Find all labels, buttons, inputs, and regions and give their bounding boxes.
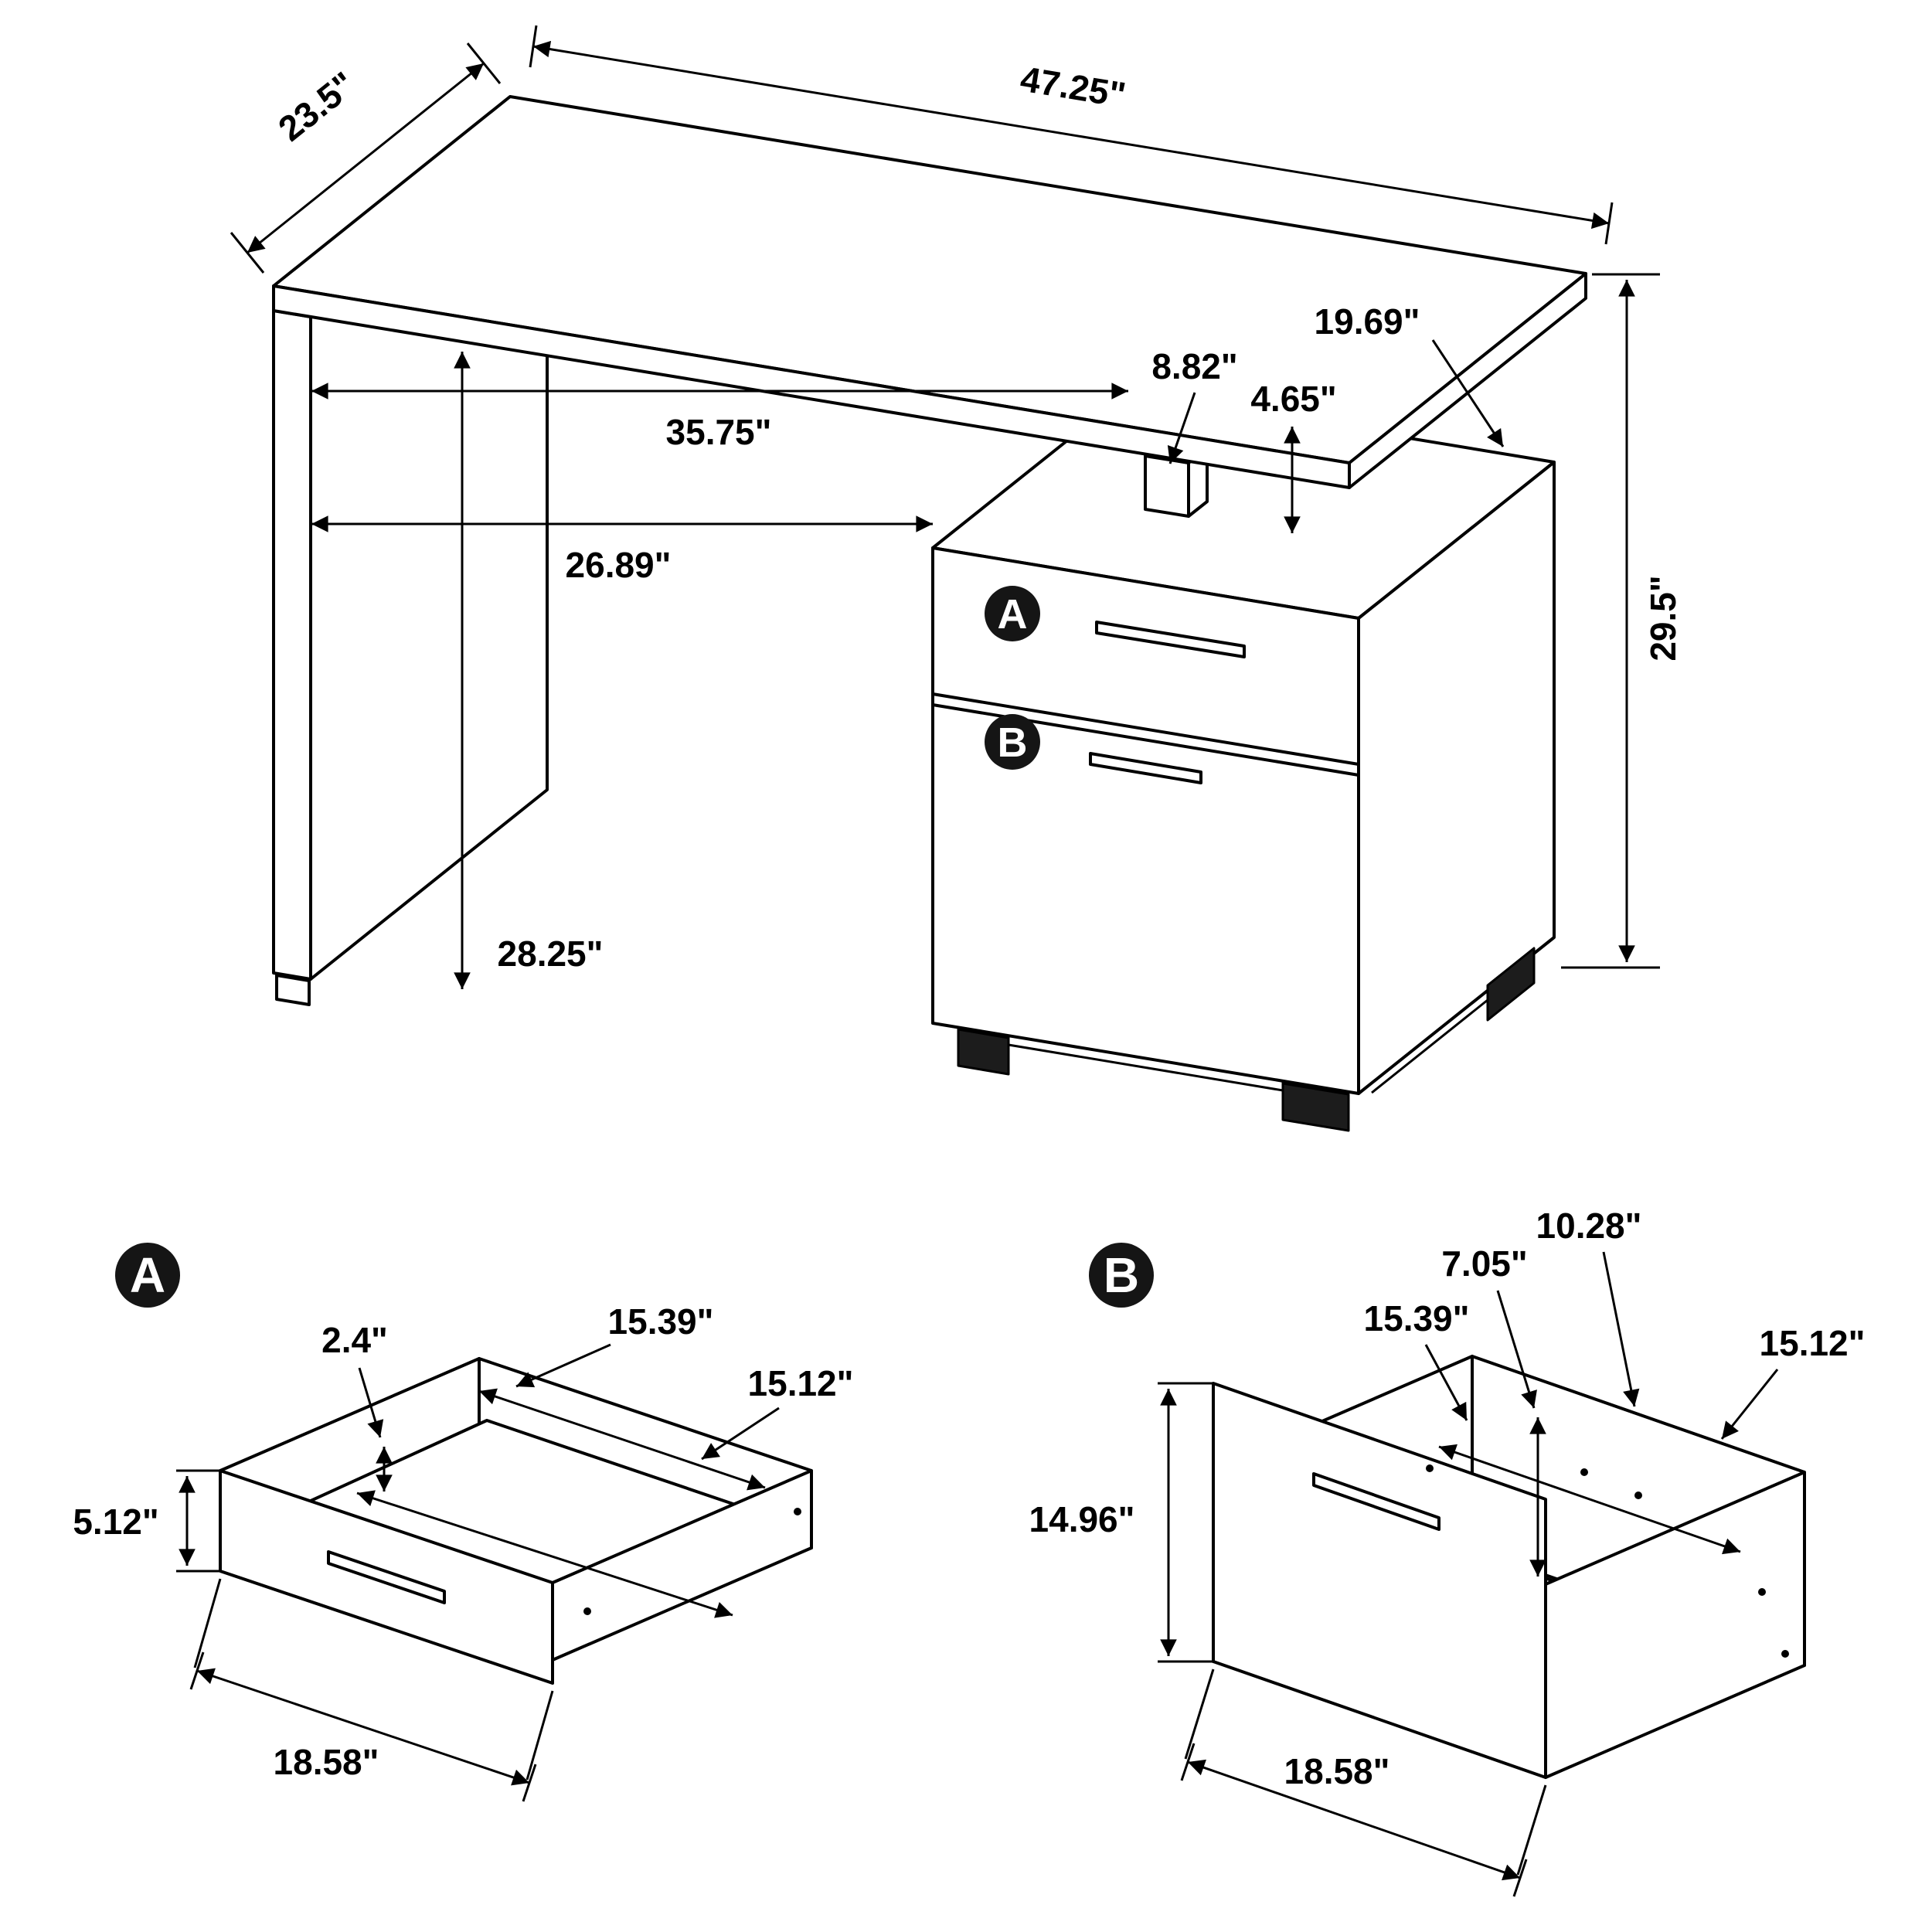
dim-a24-leader: [358, 1367, 384, 1438]
detail-b-badge-letter: B: [1104, 1247, 1139, 1303]
dim-47-line: [532, 40, 1610, 230]
dim-b1539-leader: [1424, 1344, 1468, 1421]
cabinet-right-face: [1357, 461, 1556, 1095]
detail-a-screw-hole: [583, 1607, 591, 1615]
cabinet-foot-front-right: [1281, 1082, 1350, 1132]
top-bracket-front: [1144, 454, 1190, 518]
detail-a-view: A 5.12" 2.4" 15.39" 15.12" 18.58": [73, 1243, 854, 1802]
dim-b-inner-depth: 15.39": [1364, 1298, 1470, 1338]
cabinet-foot-back-right: [1486, 947, 1536, 1022]
dim-cabinet-depth: 19.69": [1315, 301, 1420, 342]
detail-a-badge: [115, 1243, 180, 1308]
dim-a1539-line: [478, 1388, 766, 1491]
detail-a-badge-letter: A: [130, 1247, 165, 1303]
dim-overall-height: 29.5": [1643, 575, 1683, 661]
dim-a1858-ext-right: [526, 1690, 554, 1781]
drawer-b-badge-letter: B: [998, 719, 1028, 766]
dim-knee-width-front: 26.89": [566, 545, 672, 585]
dim-b1858-ext-left: [1184, 1668, 1215, 1760]
dim-bracket-offset: 8.82": [1151, 346, 1237, 386]
dim-b1858-ext-right: [1516, 1784, 1547, 1876]
detail-b-screw-hole: [1758, 1588, 1766, 1596]
drawer-divider-line-upper: [931, 692, 1360, 766]
dim-a-inner-width: 15.12": [748, 1363, 854, 1403]
detail-b-screw-hole: [1781, 1650, 1789, 1658]
dim-a-front-height: 5.12": [73, 1502, 158, 1542]
detail-b-badge: [1089, 1243, 1154, 1308]
dim-gap-height: 4.65": [1250, 379, 1336, 419]
detail-b-view: B 14.96" 15.39" 7.05" 10.28" 15.12": [1029, 1206, 1866, 1897]
dim-b705-leader: [1496, 1290, 1537, 1409]
dim-23-line: [247, 62, 485, 254]
dim-1969-leader: [1431, 339, 1505, 447]
dim-leg-height: 28.25": [498, 934, 604, 974]
desktop-right-edge: [1348, 272, 1587, 489]
detail-b-screw-hole: [1426, 1464, 1434, 1472]
detail-b-screw-hole: [1634, 1492, 1642, 1499]
dim-a1539-leader: [515, 1343, 611, 1388]
dim-top-depth: 23.5": [270, 63, 362, 148]
desk-isometric-view: A B: [272, 95, 1587, 1132]
dim-a-front-width: 18.58": [274, 1742, 379, 1782]
dim-a-inner-depth: 15.39": [608, 1301, 714, 1342]
dim-b-inner-width: 15.12": [1760, 1323, 1866, 1363]
dim-top-width: 47.25": [1018, 58, 1129, 114]
dim-b1512-line: [1438, 1444, 1741, 1555]
dim-b-front-height: 14.96": [1029, 1499, 1135, 1539]
dim-b-back-height: 10.28": [1536, 1206, 1642, 1246]
cabinet-foot-front-left: [957, 1028, 1010, 1076]
detail-a-screw-hole: [794, 1508, 801, 1515]
dim-b1858-line: [1187, 1759, 1521, 1881]
dim-a1512-line: [356, 1490, 733, 1618]
dim-a1512-leader: [701, 1406, 780, 1461]
dim-knee-width-back: 35.75": [666, 412, 772, 452]
left-panel-foot: [275, 974, 311, 1006]
drawer-b-handle: [1089, 752, 1202, 784]
drawer-a-badge: [985, 586, 1040, 641]
dim-a1858-line: [196, 1668, 530, 1786]
dim-b-front-width: 18.58": [1284, 1751, 1390, 1791]
drawer-a-badge-letter: A: [998, 591, 1028, 638]
dim-a-inner-height: 2.4": [321, 1320, 388, 1360]
dim-b1512-leader: [1720, 1369, 1779, 1440]
dim-882-leader: [1167, 392, 1196, 464]
dim-b-rail-height: 7.05": [1441, 1243, 1527, 1284]
drawer-a-handle: [1095, 621, 1246, 658]
dim-a1858-ext-left: [193, 1578, 222, 1668]
detail-b-screw-hole: [1580, 1468, 1588, 1476]
dim-b1028-leader: [1602, 1251, 1640, 1407]
drawer-b-badge: [985, 714, 1040, 770]
left-panel-front-edge: [272, 309, 312, 981]
base-recess-side: [1371, 998, 1488, 1094]
base-recess-front: [1008, 1043, 1284, 1092]
